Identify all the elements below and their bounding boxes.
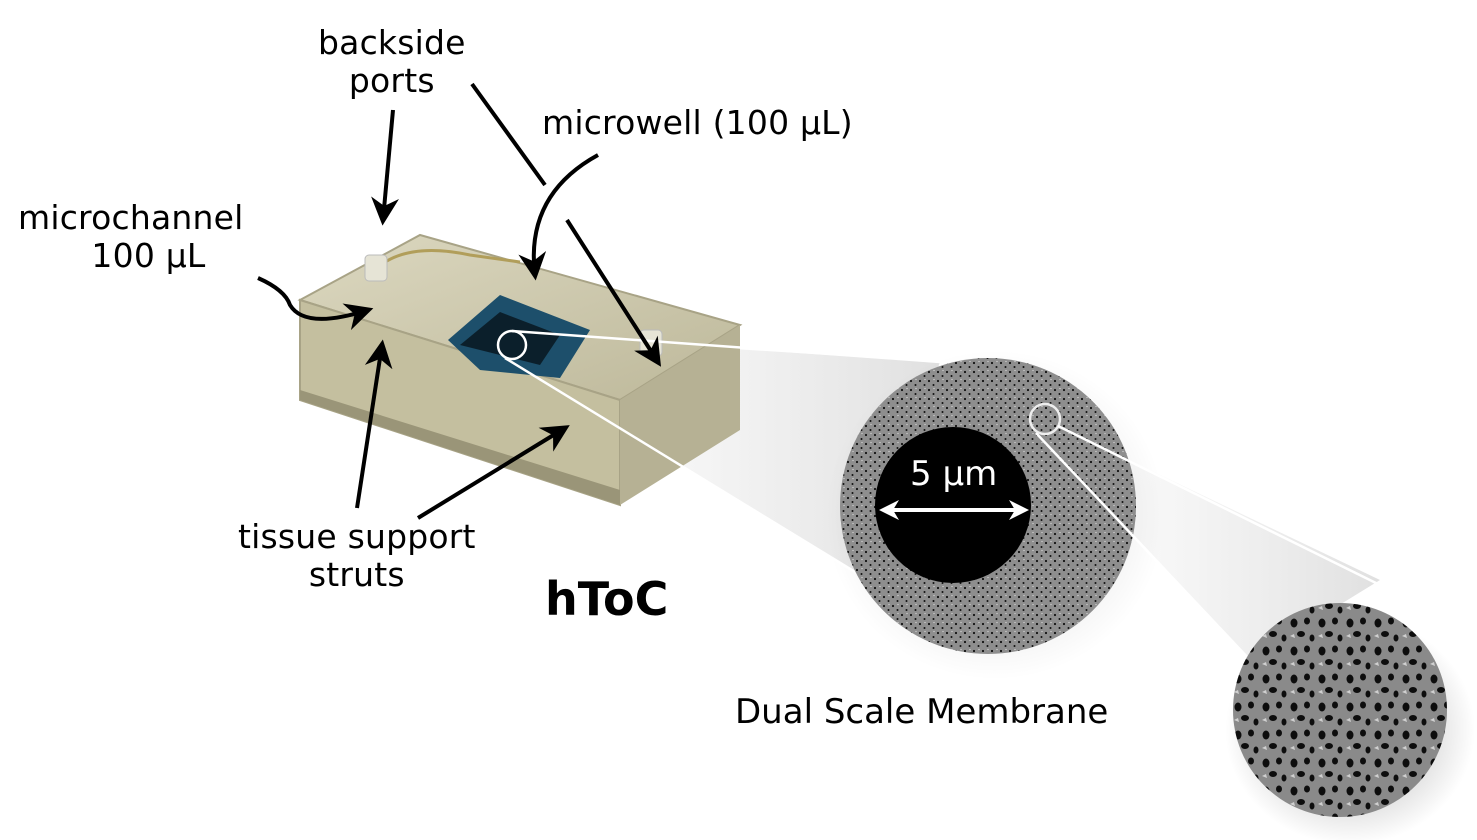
device-title: hToC	[545, 572, 669, 626]
scale-bar-label: 5 µm	[910, 454, 998, 494]
label-tissue-support: tissue support struts	[238, 518, 476, 594]
label-tissue-support-line1: tissue support	[238, 517, 476, 556]
label-microwell: microwell (100 µL)	[542, 103, 853, 142]
arrow-microwell	[518, 153, 599, 281]
label-microchannel: microchannel 100 µL	[18, 199, 243, 275]
arrow-backside-ports-1	[371, 109, 399, 226]
magnify-circle-sem	[1028, 402, 1062, 436]
membrane-caption: Dual Scale Membrane	[735, 692, 1109, 732]
arrow-struts-1	[355, 339, 393, 509]
sem-image-small	[1233, 603, 1447, 817]
arrow-struts-2	[416, 425, 570, 520]
label-microchannel-name: microchannel	[18, 198, 244, 237]
label-ports: ports	[348, 61, 435, 100]
label-tissue-support-line2: struts	[308, 555, 405, 594]
arrow-backside-ports-2	[470, 82, 658, 362]
label-microchannel-volume: 100 µL	[91, 236, 206, 275]
chip-device	[297, 233, 743, 507]
label-backside: backside	[318, 23, 466, 62]
arrow-microchannel	[257, 276, 374, 331]
sem-inner-pore	[875, 427, 1031, 583]
label-backside-ports: backside ports	[318, 24, 466, 100]
